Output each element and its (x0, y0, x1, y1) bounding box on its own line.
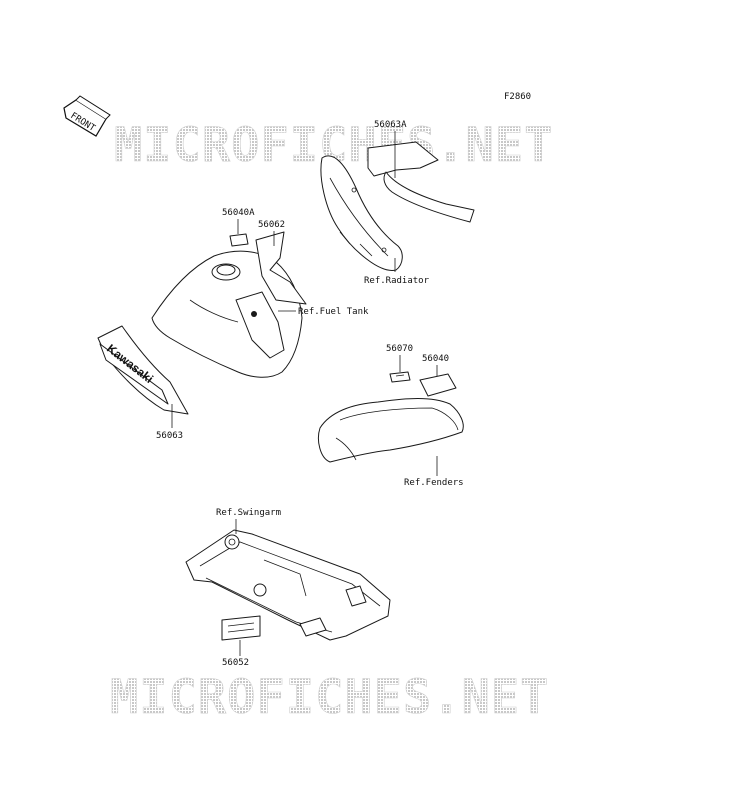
label-ref-radiator: Ref.Radiator (364, 276, 430, 286)
decal-56062 (255, 231, 307, 305)
label-56052: 56052 (222, 658, 249, 668)
rear-fender (317, 398, 464, 463)
decal-56052 (221, 615, 261, 641)
decal-56040A (229, 233, 249, 247)
label-ref-fenders: Ref.Fenders (404, 478, 464, 488)
label-56070: 56070 (386, 344, 413, 354)
front-arrow-icon: FRONT (63, 95, 111, 137)
label-56063: 56063 (156, 431, 183, 441)
label-ref-fuel-tank: Ref.Fuel Tank (298, 307, 369, 317)
swingarm (185, 529, 391, 641)
decal-56070 (389, 371, 411, 383)
label-56062: 56062 (258, 220, 285, 230)
watermark-top: MICROFICHES.NET (114, 118, 553, 173)
decal-56063-kawasaki: Kawasaki (97, 325, 189, 415)
fuel-tank (151, 250, 303, 378)
decal-56063A (367, 141, 475, 223)
figure-code: F2860 (504, 92, 531, 102)
radiator-shroud (320, 155, 403, 271)
label-56040A: 56040A (222, 208, 255, 218)
decal-56040 (419, 373, 457, 397)
label-56063A: 56063A (374, 120, 407, 130)
label-ref-swingarm: Ref.Swingarm (216, 508, 281, 518)
watermark-bottom: MICROFICHES.NET (110, 670, 549, 725)
label-56040: 56040 (422, 354, 449, 364)
